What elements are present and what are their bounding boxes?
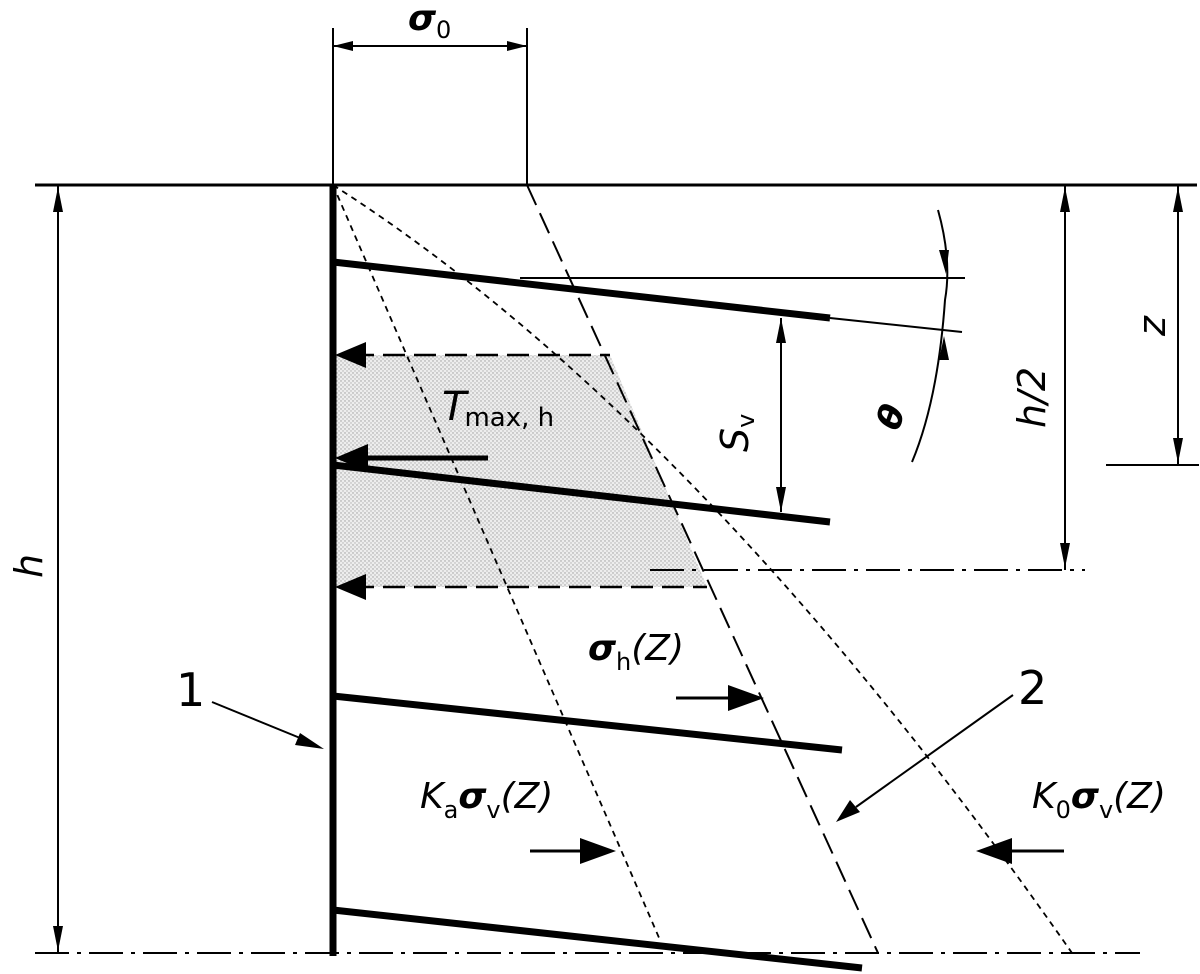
sigma0-arrow-right xyxy=(507,41,527,51)
sigma0-label: σ0 xyxy=(408,0,451,44)
reinforcement-3 xyxy=(332,692,843,754)
h-half-arrow-bottom xyxy=(1060,543,1070,568)
sigma-h-line xyxy=(526,184,879,954)
z-arrow-top xyxy=(1173,187,1183,212)
theta-ref-incline xyxy=(829,317,963,333)
callout-2-leader xyxy=(855,694,1014,808)
ka-line xyxy=(332,184,661,941)
callout-1-arrow xyxy=(295,733,324,749)
h-half-arrow-top xyxy=(1060,187,1070,212)
reinforcement-4 xyxy=(332,906,863,972)
sv-label: Sv xyxy=(713,414,760,452)
theta-arc xyxy=(911,209,949,463)
tributary-area-shading xyxy=(333,355,707,587)
h-arrow-bottom xyxy=(53,926,63,951)
tributary-bottom-arrow xyxy=(335,574,366,600)
sigma-h-label: σh(Z) xyxy=(588,628,684,676)
ka-arrow-head xyxy=(580,838,616,864)
ka-sigma-v-label: Kaσv(Z) xyxy=(420,776,553,824)
h-label: h xyxy=(7,554,51,578)
k0-sigma-v-label: K0σv(Z) xyxy=(1032,776,1166,824)
sv-arrow-top xyxy=(776,318,786,343)
reinforcement-1 xyxy=(332,258,831,322)
h-half-label: h/2 xyxy=(1010,367,1054,428)
h-arrow-top xyxy=(53,187,63,212)
tmax-label: Tmax, h xyxy=(442,384,554,433)
k0-arrow-head xyxy=(976,838,1012,864)
sigma-h-arrow-head xyxy=(728,685,764,711)
callout-2-arrow xyxy=(836,800,860,822)
reinforcement-layers xyxy=(332,258,863,972)
tributary-top-arrow xyxy=(335,342,366,368)
z-label: z xyxy=(1130,315,1174,337)
sv-arrow-bottom xyxy=(776,487,786,512)
z-arrow-bottom xyxy=(1173,438,1183,463)
callout-1-leader xyxy=(211,701,306,741)
callout-2-label: 2 xyxy=(1018,661,1047,715)
callout-1-label: 1 xyxy=(176,663,205,717)
theta-label: θ xyxy=(869,399,915,435)
theta-arrow-lower xyxy=(939,336,949,360)
sigma0-arrow-left xyxy=(333,41,353,51)
theta-arrow-upper xyxy=(939,250,949,274)
reinforcement-2 xyxy=(332,461,831,526)
tmax-arrow-head xyxy=(335,444,368,472)
